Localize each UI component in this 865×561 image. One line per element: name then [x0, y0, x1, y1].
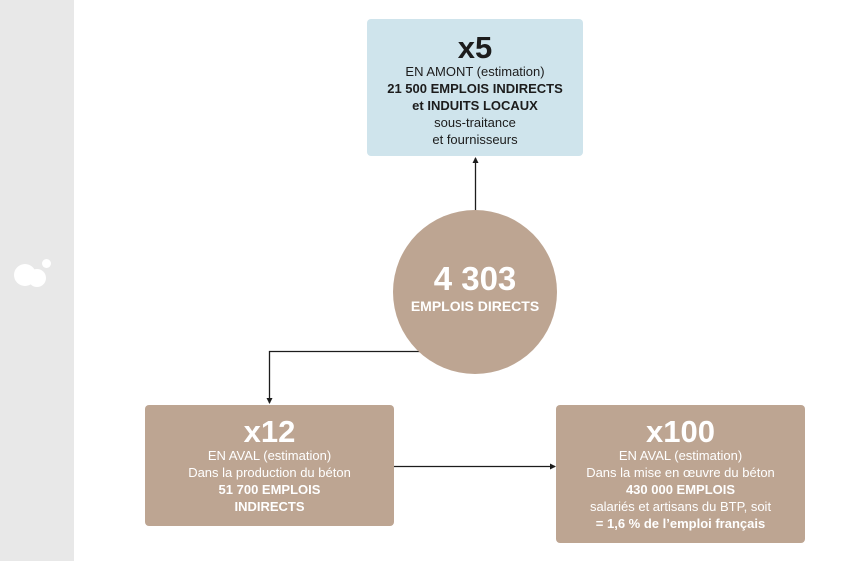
upstream-box: x5 EN AMONT (estimation) 21 500 EMPLOIS … [367, 19, 583, 156]
upstream-multiplier: x5 [457, 30, 493, 65]
upstream-desc-2: et fournisseurs [432, 132, 518, 147]
production-desc: Dans la production du béton [188, 465, 351, 480]
logo-bubble-small [42, 259, 51, 268]
direct-jobs-value: 4 303 [433, 260, 517, 297]
production-title: EN AVAL (estimation) [207, 448, 332, 463]
upstream-title: EN AMONT (estimation) [405, 64, 545, 79]
upstream-jobs: 21 500 EMPLOIS INDIRECTS [387, 81, 563, 96]
implementation-jobs: 430 000 EMPLOIS [625, 482, 736, 497]
direct-jobs-circle: 4 303 EMPLOIS DIRECTS [393, 210, 557, 374]
production-jobs-sub: INDIRECTS [234, 499, 305, 514]
implementation-desc-2: salariés et artisans du BTP, soit [589, 499, 772, 514]
upstream-jobs-sub: et INDUITS LOCAUX [412, 98, 538, 113]
production-multiplier: x12 [243, 414, 296, 449]
implementation-box: x100 EN AVAL (estimation) Dans la mise e… [556, 405, 805, 543]
sidebar [0, 0, 74, 561]
implementation-desc: Dans la mise en œuvre du béton [586, 465, 775, 480]
direct-jobs-label: EMPLOIS DIRECTS [410, 298, 540, 314]
production-box: x12 EN AVAL (estimation) Dans la product… [145, 405, 394, 526]
arrow-to-production [266, 350, 420, 404]
upstream-desc-1: sous-traitance [434, 115, 516, 130]
bubbles-logo-icon [12, 258, 54, 292]
implementation-multiplier: x100 [646, 414, 715, 449]
production-jobs: 51 700 EMPLOIS [218, 482, 321, 497]
implementation-share: = 1,6 % de l’emploi français [595, 516, 766, 531]
implementation-title: EN AVAL (estimation) [618, 448, 743, 463]
logo-bubble-medium [28, 269, 46, 287]
